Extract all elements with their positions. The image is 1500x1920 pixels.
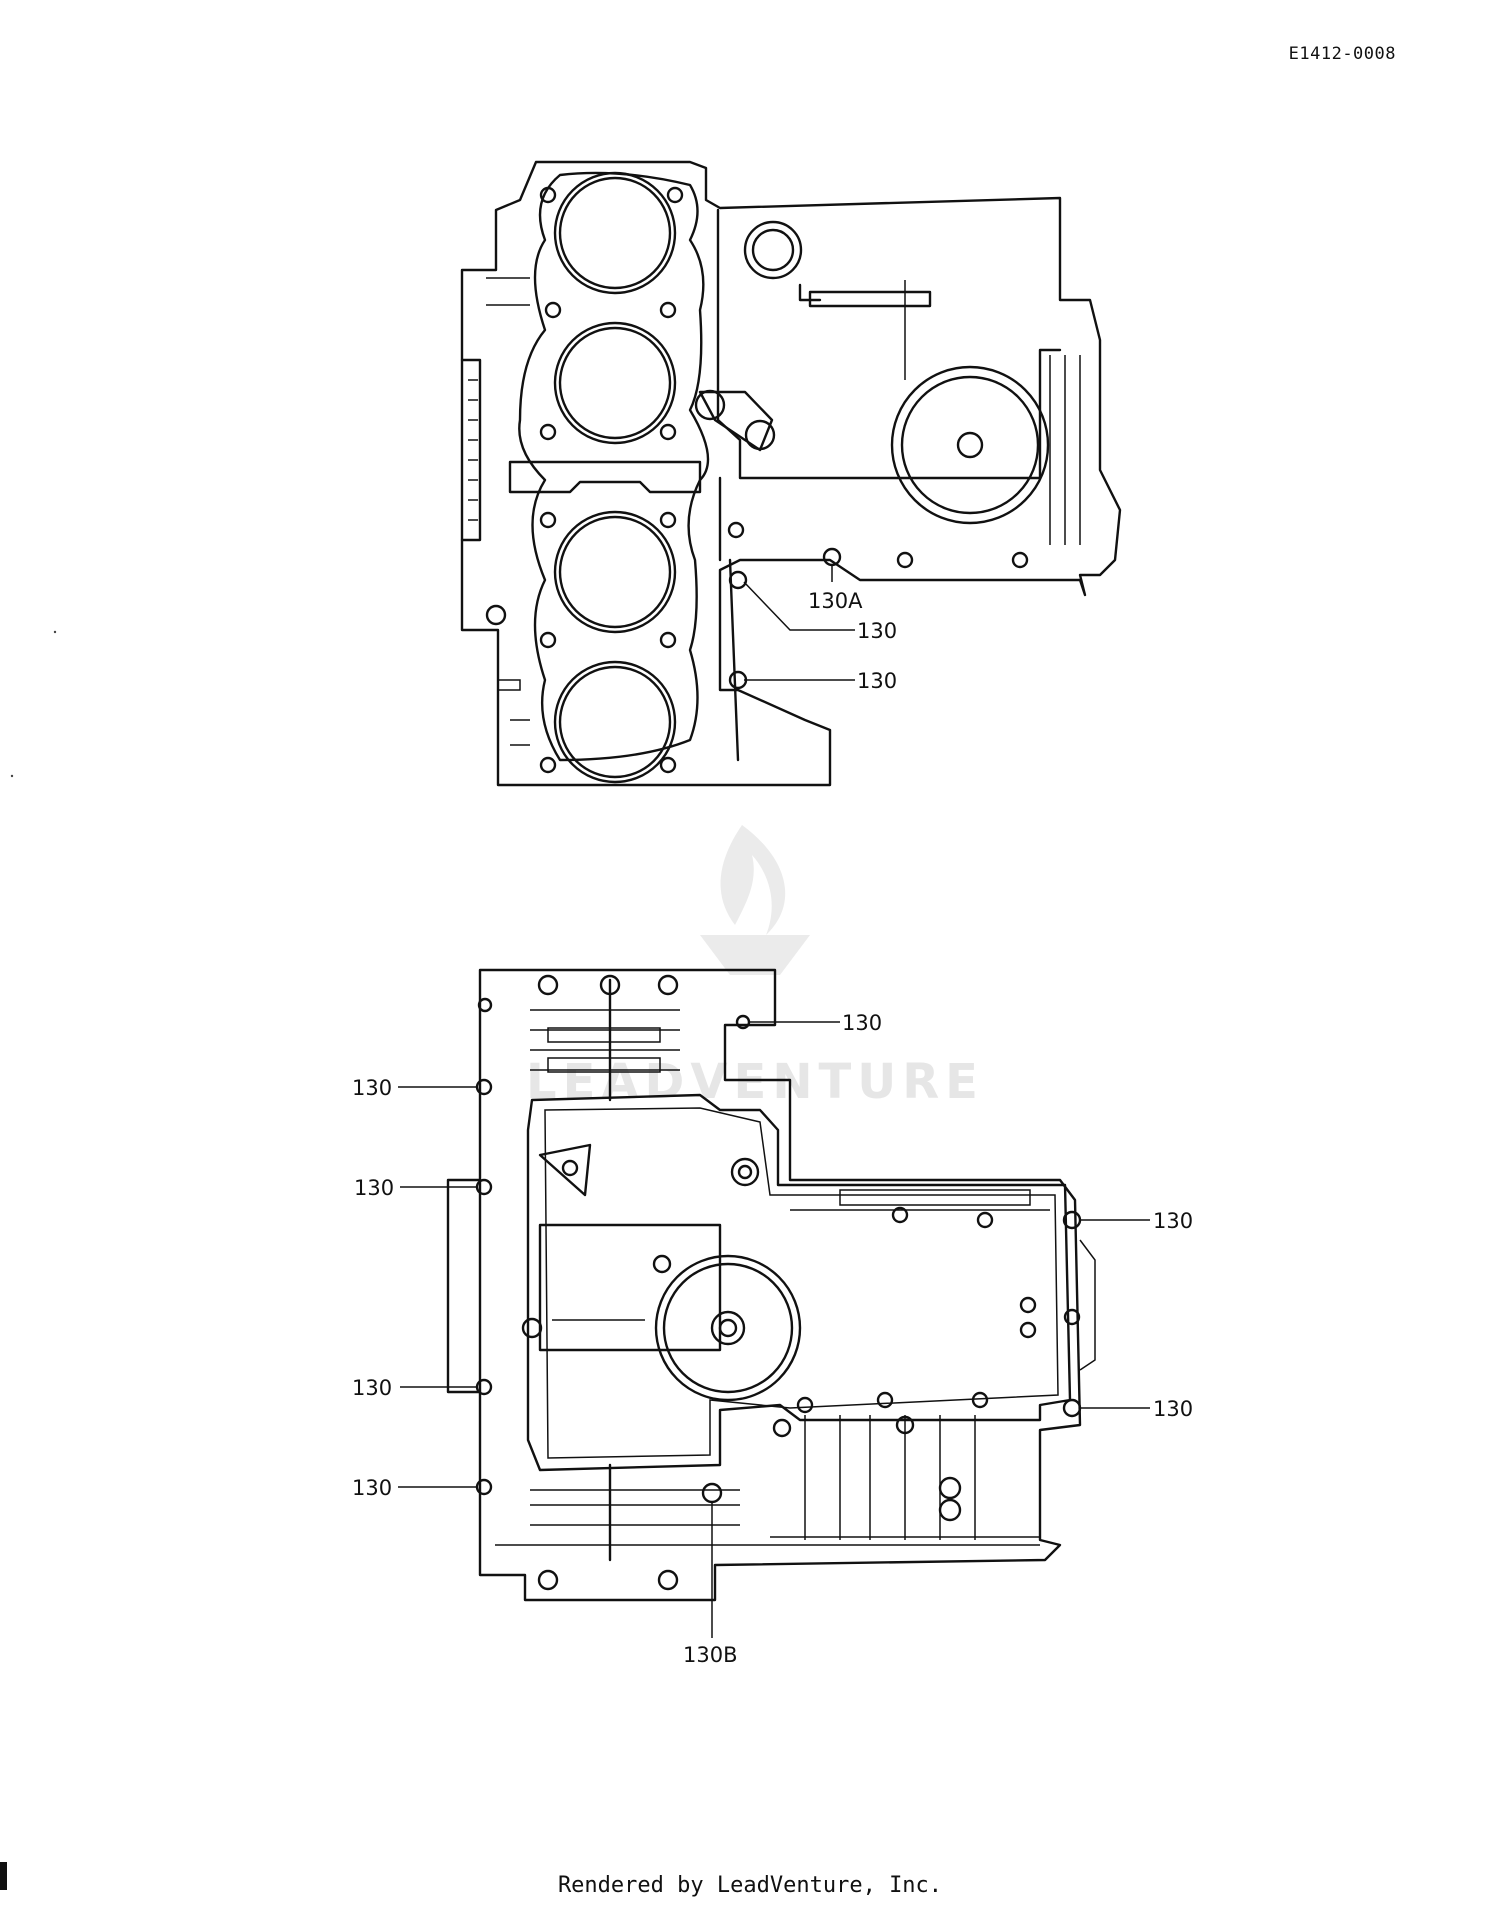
callout-130a-upper: 130A bbox=[808, 589, 863, 613]
callout-130-lower-left-2: 130 bbox=[354, 1176, 394, 1200]
callout-130-lower-top: 130 bbox=[842, 1011, 882, 1035]
diagram-code: E1412-0008 bbox=[1288, 44, 1396, 64]
lower-crankcase-view: 130 130 130 130 130 130 130 130B bbox=[352, 968, 1193, 1667]
callout-130b-lower: 130B bbox=[683, 1643, 738, 1667]
callout-130-upper-1: 130 bbox=[857, 619, 897, 643]
scan-speck bbox=[10, 774, 14, 778]
callout-130-lower-left-1: 130 bbox=[352, 1076, 392, 1100]
bolt-130b bbox=[701, 1482, 723, 1504]
callout-130-lower-left-3: 130 bbox=[352, 1376, 392, 1400]
watermark-text: LEADVENTURE bbox=[526, 1054, 984, 1110]
page-edge-mark bbox=[0, 1862, 7, 1890]
upper-crankcase-view: 130A 130 130 bbox=[460, 160, 1122, 787]
callout-130-lower-right-2: 130 bbox=[1153, 1397, 1193, 1421]
callout-130-upper-2: 130 bbox=[857, 669, 897, 693]
scan-speck bbox=[53, 630, 57, 634]
callout-130-lower-right-1: 130 bbox=[1153, 1209, 1193, 1233]
watermark-logo: LEADVENTURE bbox=[526, 825, 984, 1110]
callout-130-lower-left-4: 130 bbox=[352, 1476, 392, 1500]
footer-credit: Rendered by LeadVenture, Inc. bbox=[557, 1873, 943, 1898]
